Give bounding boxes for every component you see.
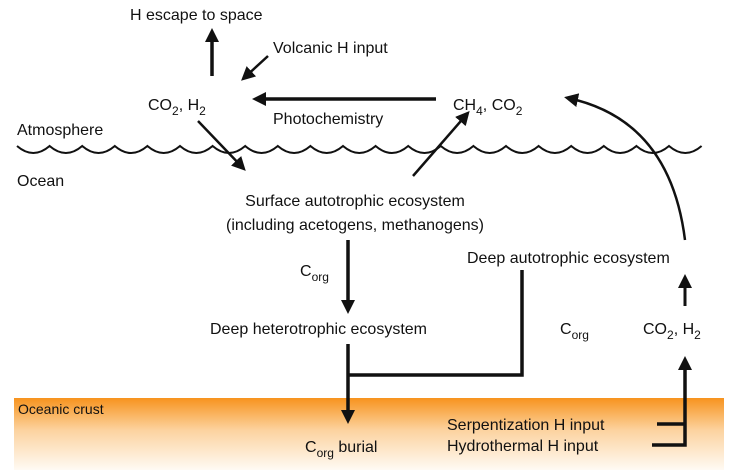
sea-surface-wave (16, 144, 703, 154)
volcanic-arrow (241, 55, 269, 81)
corg-right-label: Corg (560, 321, 589, 342)
atmosphere-to-surface-arrow (197, 120, 246, 171)
corg-left-label: Corg (300, 263, 329, 284)
atmosphere-label: Atmosphere (17, 122, 103, 139)
h-escape-label: H escape to space (130, 7, 263, 24)
oceanic-crust-band (14, 398, 724, 470)
photochemistry-label: Photochemistry (273, 111, 383, 128)
deep-auto-to-burial-line (348, 270, 524, 377)
ch4-co2-atmosphere: CH4, CO2 (453, 97, 523, 118)
surface-to-atmosphere-arrow (412, 110, 470, 177)
co2-h2-bottom: CO2, H2 (643, 321, 701, 342)
surface-ecosystem-sublabel: (including acetogens, methanogens) (226, 217, 484, 234)
hydrothermal-label: Hydrothermal H input (447, 438, 599, 455)
oceanic-crust-label: Oceanic crust (18, 401, 104, 417)
deep-heterotrophic-label: Deep heterotrophic ecosystem (210, 321, 427, 338)
deep-autotrophic-label: Deep autotrophic ecosystem (467, 250, 670, 267)
serpentization-label: Serpentization H input (447, 417, 605, 434)
hydrothermal-input-line (652, 356, 692, 447)
co2-h2-atmosphere: CO2, H2 (148, 97, 206, 118)
corg-burial-label: Corg burial (305, 439, 377, 460)
surface-ecosystem-label: Surface autotrophic ecosystem (245, 193, 465, 210)
ocean-label: Ocean (17, 173, 64, 190)
volcanic-label: Volcanic H input (273, 40, 388, 57)
deep-auto-to-atmosphere-arrow (564, 93, 687, 241)
